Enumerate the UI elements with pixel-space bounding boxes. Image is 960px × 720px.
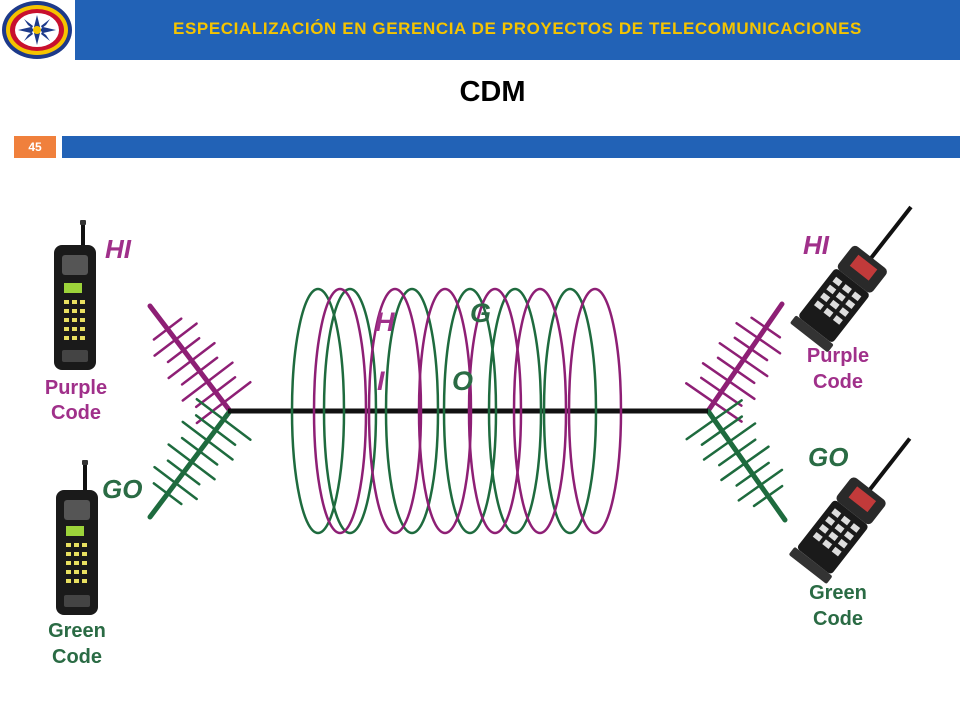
title-underline-bar: [62, 136, 960, 158]
spread-spectrum-coils: [290, 287, 623, 535]
left-top-phone-icon: [54, 220, 96, 370]
wave-letter-o: O: [452, 366, 473, 396]
right-bottom-phone-icon: [789, 437, 912, 584]
purple-coil-2: [367, 287, 423, 535]
right-purple-beam: [705, 301, 785, 414]
green-coil-1: [290, 287, 346, 535]
left-top-code-line1: Purple: [45, 377, 107, 399]
right-green-beam: [705, 408, 788, 523]
purple-coil-6: [567, 287, 623, 535]
green-coil-6: [542, 287, 598, 535]
purple-coil-4: [467, 287, 523, 535]
right-top-code-line2: Code: [813, 371, 863, 393]
wave-letter-h: H: [375, 307, 395, 337]
left-bottom-phone-icon: [56, 460, 98, 615]
header-title: ESPECIALIZACIÓN EN GERENCIA DE PROYECTOS…: [173, 19, 862, 38]
wave-letter-i: I: [377, 366, 385, 396]
green-coil-5: [487, 287, 543, 535]
left-purple-beam: [147, 303, 233, 414]
university-seal-icon: [2, 1, 72, 59]
purple-coil-3: [417, 287, 473, 535]
green-coil-4: [442, 287, 498, 535]
green-coil-3: [384, 287, 440, 535]
cdma-diagram: HI Purple Code GO Green Code HI Purple C…: [45, 205, 913, 668]
right-top-message: HI: [803, 230, 830, 260]
green-coil-2: [322, 287, 378, 535]
right-top-phone-icon: [790, 205, 913, 352]
header-bar: ESPECIALIZACIÓN EN GERENCIA DE PROYECTOS…: [75, 0, 960, 60]
left-green-beam: [147, 408, 233, 520]
left-top-message: HI: [105, 234, 132, 264]
left-top-code-line2: Code: [51, 402, 101, 424]
slide-number: 45: [14, 136, 56, 158]
purple-coil-5: [512, 287, 568, 535]
slide-title: CDM: [459, 76, 526, 108]
antenna-beams: [147, 301, 788, 523]
right-bottom-message: GO: [808, 442, 848, 472]
left-bottom-code-line2: Code: [52, 646, 102, 668]
left-bottom-message: GO: [102, 474, 142, 504]
left-bottom-code-line1: Green: [48, 620, 106, 642]
right-bottom-code-line1: Green: [809, 582, 867, 604]
right-bottom-code-line2: Code: [813, 608, 863, 630]
right-top-code-line1: Purple: [807, 345, 869, 367]
wave-letter-g: G: [470, 298, 491, 328]
purple-coil-1: [312, 287, 368, 535]
